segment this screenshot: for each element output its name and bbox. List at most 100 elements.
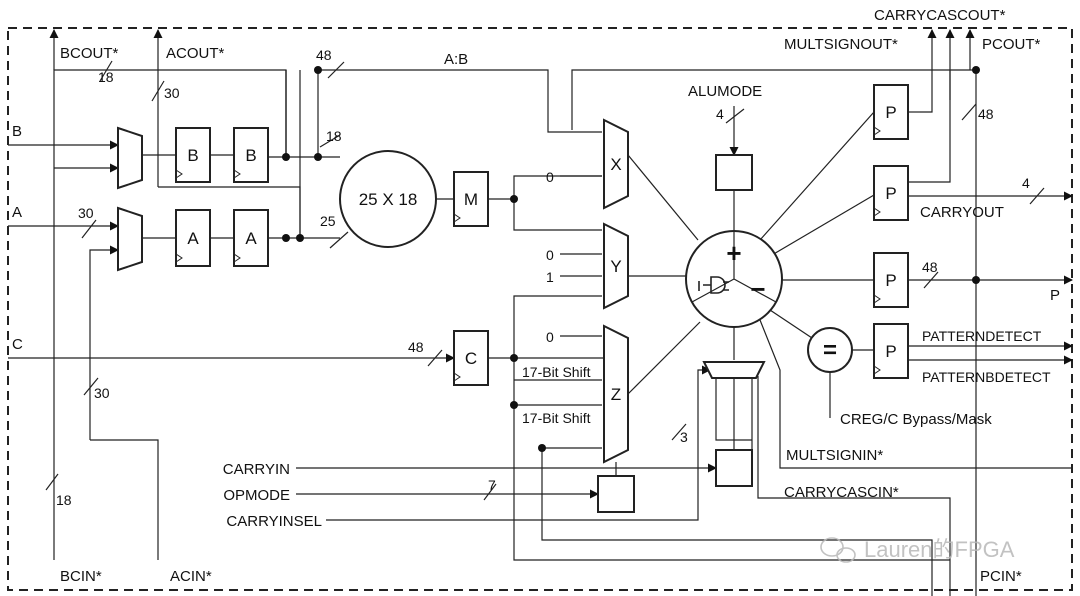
blocks	[117, 84, 909, 513]
multiplier	[339, 150, 437, 248]
watermark: Lauren的FPGA	[820, 537, 1015, 563]
reg-b-label-2: B	[245, 146, 256, 165]
b-path	[8, 70, 341, 560]
reg-a-label-2: A	[245, 229, 257, 248]
opmode-label: OPMODE	[223, 487, 290, 504]
bw-bcout: 18	[98, 69, 114, 85]
bcin-label: BCIN*	[60, 568, 102, 585]
carryin-register	[715, 449, 753, 487]
multiplier-label: 25 X 18	[359, 190, 418, 209]
bw-c-in: 48	[408, 339, 424, 355]
alu-plus: +	[726, 238, 741, 268]
a-register-1	[175, 209, 211, 267]
junction-dots	[282, 66, 980, 452]
acout-label: ACOUT*	[166, 45, 225, 62]
b-register-2	[233, 127, 269, 183]
bw-acout: 30	[164, 85, 180, 101]
reg-a-label-1: A	[187, 229, 199, 248]
b-input-mux	[117, 126, 143, 190]
bw-a-in: 30	[78, 205, 94, 221]
p-output-label: P	[1050, 287, 1060, 304]
m-label: M	[464, 190, 478, 209]
a-input-label: A	[12, 204, 22, 221]
bw-carryinsel: 3	[680, 429, 688, 445]
reg-b-label-1: B	[187, 146, 198, 165]
m-register	[453, 171, 489, 227]
mux-y	[603, 222, 629, 310]
pcout-label: PCOUT*	[982, 36, 1041, 53]
bw-ab: 48	[316, 47, 332, 63]
bw-p: 48	[922, 259, 938, 275]
c-label: C	[465, 349, 477, 368]
c-input-label: C	[12, 336, 23, 353]
patterndetect-label: PATTERNDETECT	[922, 328, 1042, 344]
const-labels: 0 0 1 0	[546, 169, 554, 345]
multiplier-wires	[436, 175, 602, 231]
alumode-label: ALUMODE	[688, 83, 762, 100]
const-y0: 0	[546, 247, 554, 263]
bw-pcout: 48	[978, 106, 994, 122]
carrycascout-label: CARRYCASCOUT*	[874, 7, 1006, 24]
multsignin-label: MULTSIGNIN*	[786, 447, 883, 464]
p-register-3	[873, 252, 909, 308]
bw-alumode: 4	[716, 106, 724, 122]
carryin-label: CARRYIN	[223, 461, 290, 478]
const-x0: 0	[546, 169, 554, 185]
alu-minus: −	[750, 274, 765, 304]
c-register	[453, 330, 489, 386]
carrycascin-label: CARRYCASCIN*	[784, 484, 899, 501]
carryout-label: CARRYOUT	[920, 204, 1004, 221]
bus-width-labels: 18 30 48 18 25 30 48 4 48 4 48 30 18 7 3	[56, 47, 1030, 508]
alu-wires	[627, 106, 875, 418]
bw-bcin: 18	[56, 492, 72, 508]
bw-mult-a: 25	[320, 213, 336, 229]
slice-boundary	[7, 27, 1073, 591]
block-labels: B B A A 25 X 18 M C X Y Z + − = P P P P	[187, 103, 896, 404]
shift-label-1: 17-Bit Shift	[522, 364, 591, 380]
a-path	[8, 70, 349, 560]
bw-opmode: 7	[488, 477, 496, 493]
shift-label-2: 17-Bit Shift	[522, 410, 591, 426]
wechat-icon	[820, 537, 856, 563]
multsignout-label: MULTSIGNOUT*	[784, 36, 898, 53]
p-register-4	[873, 323, 909, 379]
b-input-label: B	[12, 123, 22, 140]
pattern-eq: =	[823, 337, 837, 364]
mux-x	[603, 118, 629, 210]
bcout-label: BCOUT*	[60, 45, 119, 62]
p-label-4: P	[885, 342, 896, 361]
creg-label: CREG/C Bypass/Mask	[840, 411, 992, 428]
const-z0: 0	[546, 329, 554, 345]
output-wires	[908, 70, 1073, 596]
mux-z-label: Z	[611, 385, 621, 404]
carryinsel-label: CARRYINSEL	[226, 513, 322, 530]
patternbdetect-label: PATTERNBDETECT	[922, 369, 1051, 385]
p-register-1	[873, 84, 909, 140]
c-path	[8, 295, 950, 561]
a-input-mux	[117, 206, 143, 272]
pattern-detector	[807, 327, 853, 373]
mux-z	[603, 324, 629, 464]
concat-label: A:B	[444, 51, 468, 68]
bw-acin: 30	[94, 385, 110, 401]
mux-x-label: X	[610, 155, 621, 174]
acin-label: ACIN*	[170, 568, 212, 585]
opmode-register	[597, 475, 635, 513]
mux-y-label: Y	[610, 257, 621, 276]
watermark-text: Lauren的FPGA	[864, 537, 1015, 562]
carry-wires	[296, 319, 1072, 596]
p-label-1: P	[885, 103, 896, 122]
a-register-2	[233, 209, 269, 267]
signal-labels: CARRYCASCOUT* MULTSIGNOUT* PCOUT* BCOUT*…	[12, 7, 1060, 585]
p-register-2	[873, 165, 909, 221]
bw-mult-b: 18	[326, 128, 342, 144]
carry-mux	[702, 361, 766, 379]
const-y1: 1	[546, 269, 554, 285]
bw-carryout: 4	[1022, 175, 1030, 191]
alumode-register	[715, 154, 753, 191]
p-label-2: P	[885, 184, 896, 203]
b-register-1	[175, 127, 211, 183]
pcin-label: PCIN*	[980, 568, 1022, 585]
plug-icon	[698, 276, 729, 294]
